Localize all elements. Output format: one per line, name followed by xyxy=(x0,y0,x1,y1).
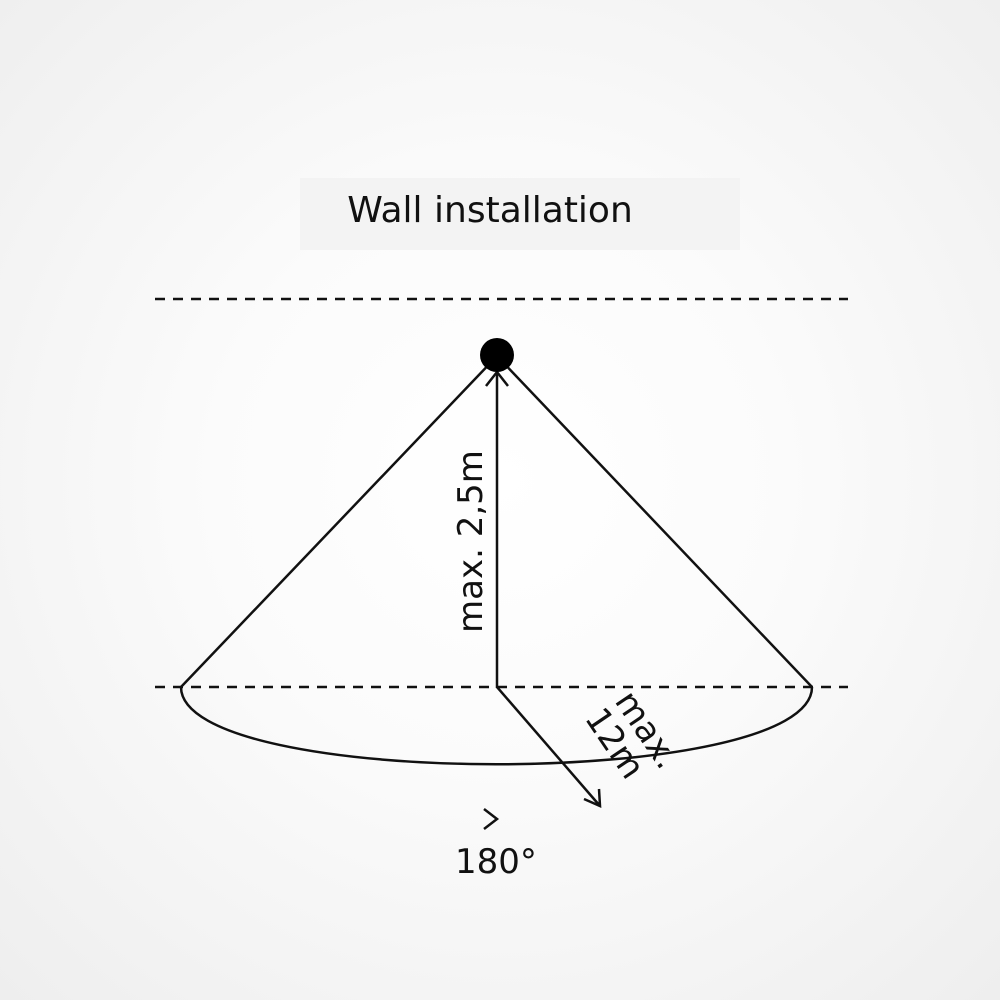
height-label: max. 2,5m xyxy=(451,450,491,633)
angle-label: 180° xyxy=(455,842,537,882)
arc-arrow-icon xyxy=(483,808,500,830)
diagram-title: Wall installation xyxy=(347,190,633,231)
detection-arc xyxy=(179,686,814,766)
cone-right-edge xyxy=(496,355,813,688)
sensor-dot xyxy=(480,338,514,372)
title-background xyxy=(300,178,740,250)
cone-left-edge xyxy=(180,355,498,688)
range-arrow-head-icon xyxy=(583,788,602,808)
range-arrow-line xyxy=(496,686,601,807)
